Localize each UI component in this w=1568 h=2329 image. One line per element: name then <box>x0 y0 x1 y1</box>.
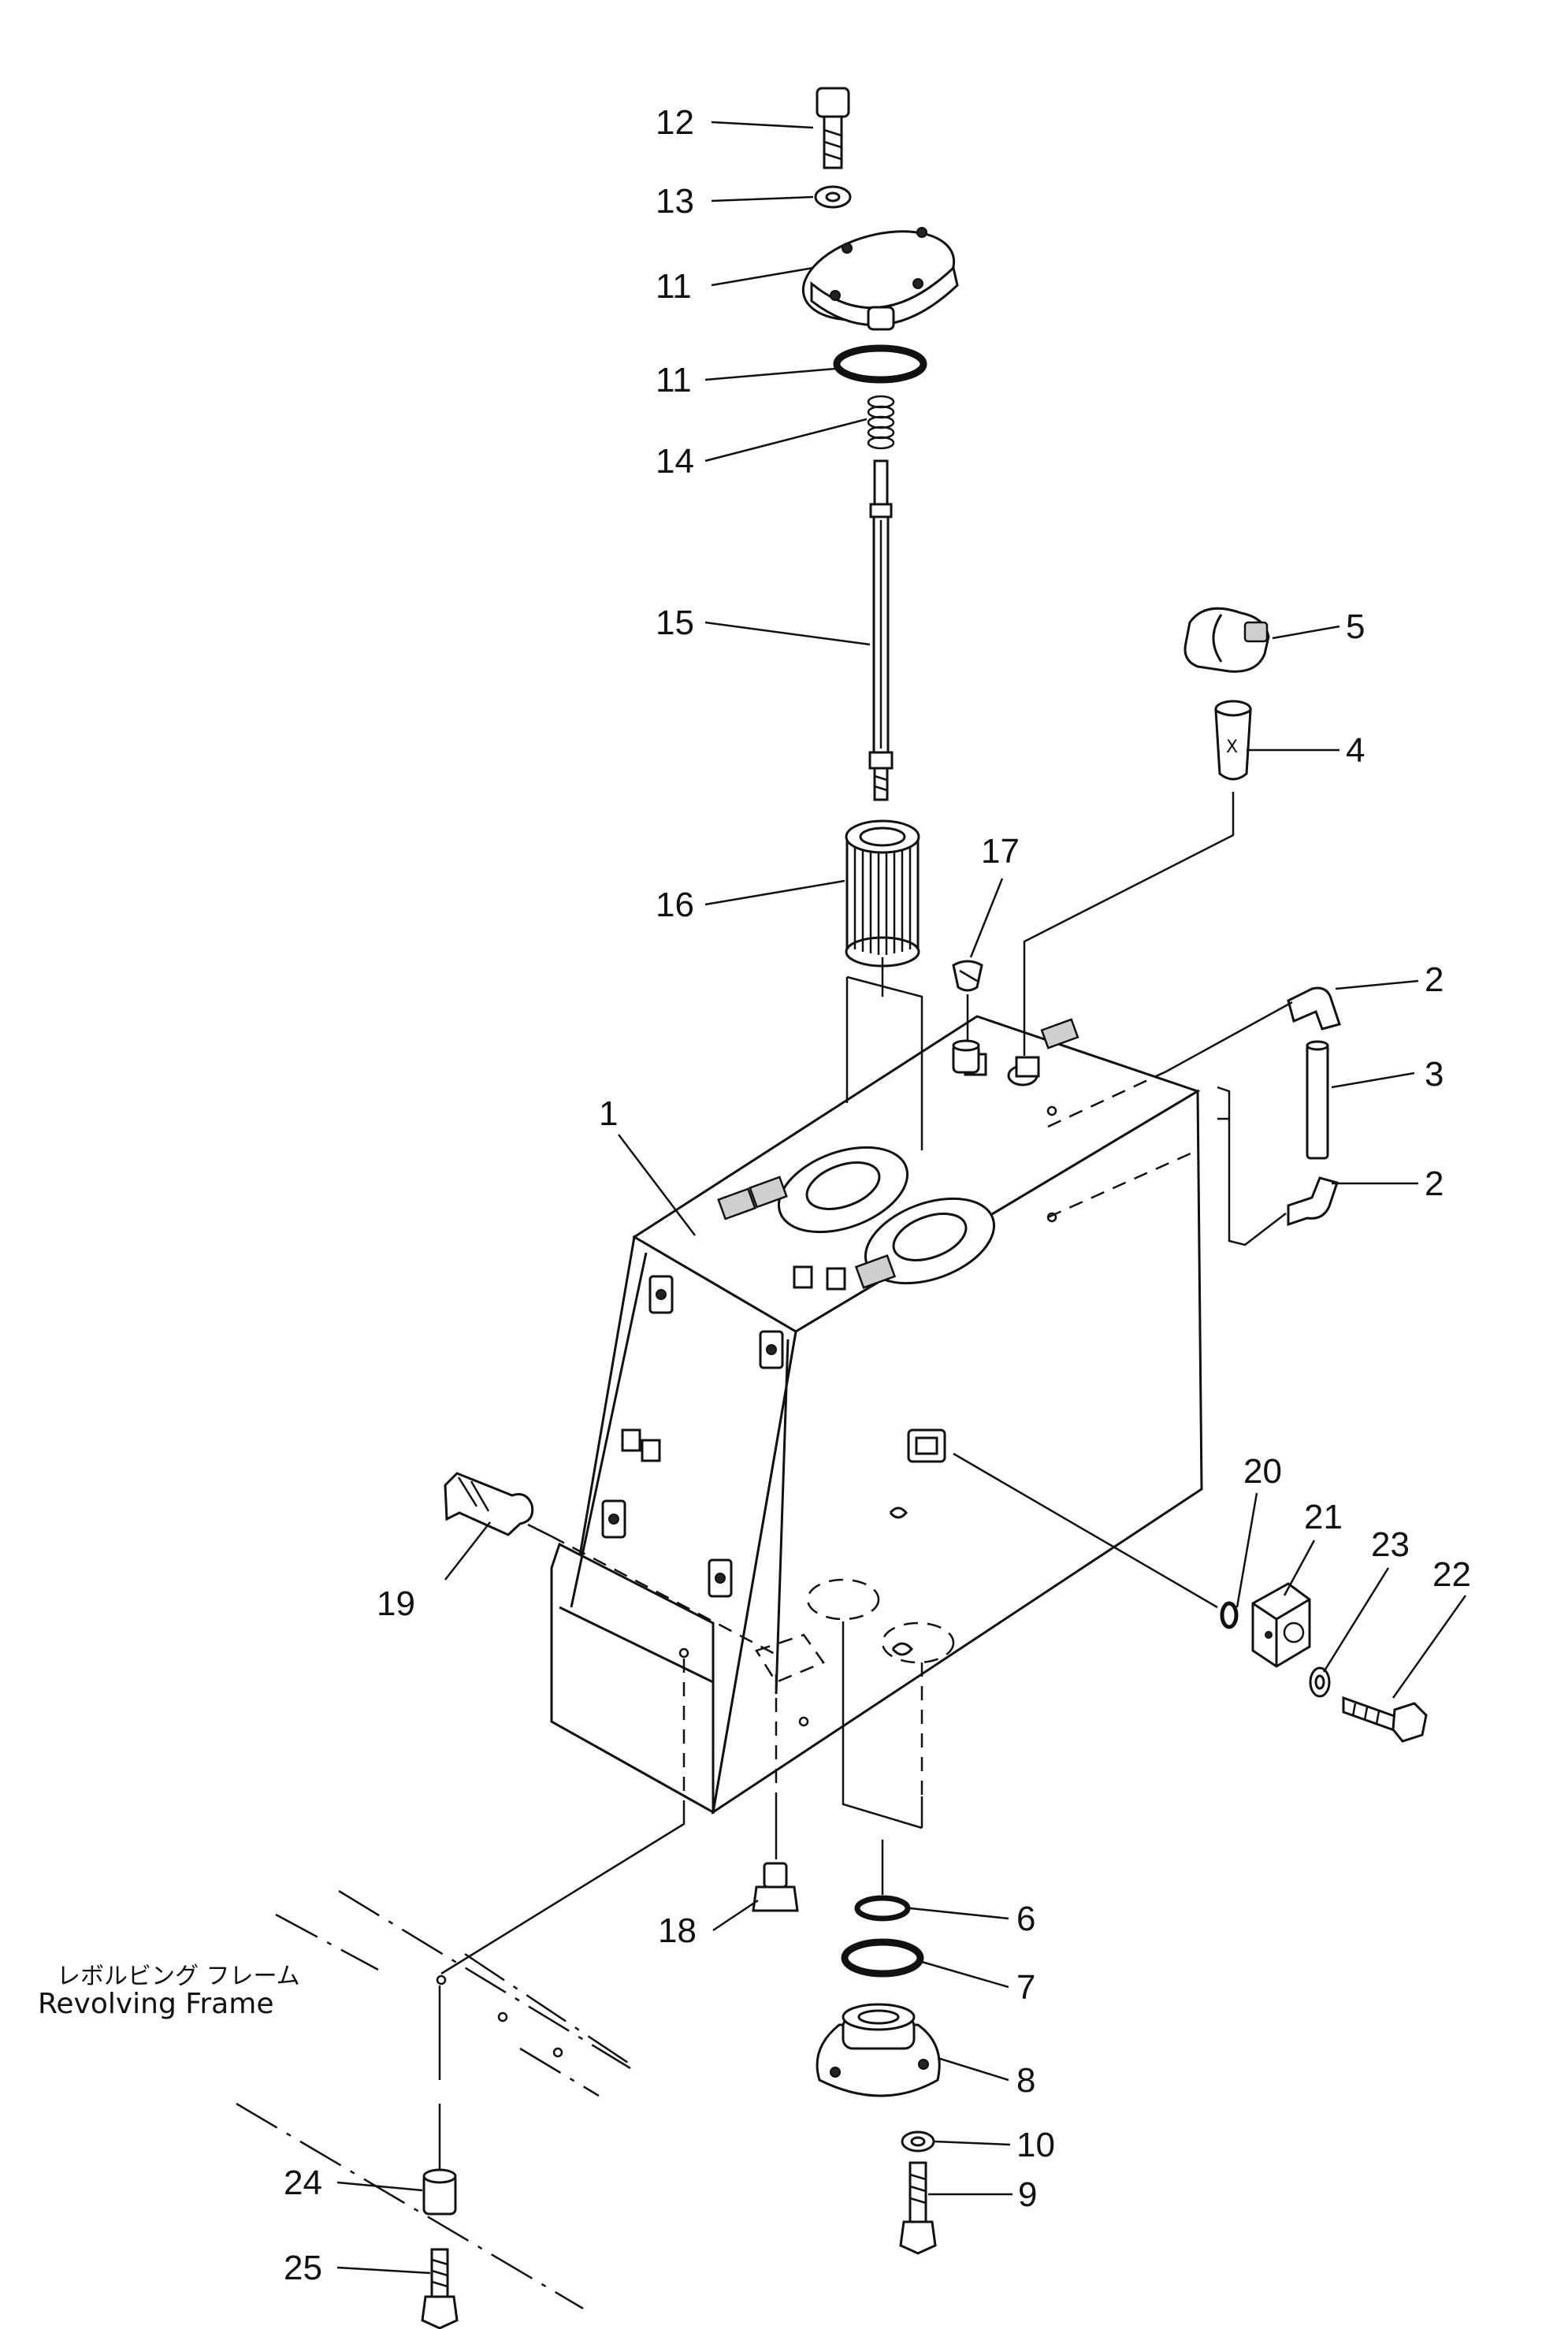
part-oring-6 <box>854 1895 911 1922</box>
hydraulic-tank <box>550 1015 1229 1815</box>
part-bolt-26 <box>421 2248 459 2329</box>
part-filler-neck-4: X <box>1214 700 1252 781</box>
callout-17: 16 <box>656 886 694 924</box>
part-bolt-13 <box>816 87 850 169</box>
part-plug-19 <box>752 1862 799 1912</box>
callout-24: 23 <box>1371 1525 1410 1564</box>
part-flange-8 <box>816 2003 941 2097</box>
part-rod-16 <box>868 459 894 801</box>
part-cover-12 <box>801 227 959 331</box>
callout-9: 9 <box>1018 2175 1037 2214</box>
callout-18: 17 <box>981 832 1020 871</box>
part-strainer-17 <box>845 819 920 968</box>
callout-14: 13 <box>656 182 694 221</box>
callout-1: 1 <box>599 1094 618 1133</box>
callout-26: 25 <box>284 2249 322 2287</box>
callout-13: 12 <box>656 103 694 142</box>
callout-2-lower: 2 <box>1425 1164 1444 1203</box>
part-oring-7 <box>841 1938 924 1978</box>
callout-numbers: 12 13 11 11 14 15 16 17 5 4 2 3 2 1 19 2… <box>284 103 1471 2287</box>
part-block-22 <box>1251 1582 1311 1668</box>
callout-2-upper: 2 <box>1425 960 1444 999</box>
part-oring-11 <box>833 344 927 384</box>
callout-21: 20 <box>1243 1452 1282 1491</box>
part-washer-24 <box>1309 1666 1331 1698</box>
part-washer-10 <box>901 2130 935 2153</box>
callout-5: 5 <box>1346 607 1365 646</box>
frame-label-en: Revolving Frame <box>38 1988 273 2020</box>
part-breather-18 <box>952 960 983 1074</box>
callout-23: 22 <box>1432 1555 1471 1594</box>
part-bolt-23 <box>1342 1696 1428 1743</box>
part-cap-5 <box>1183 607 1270 673</box>
part-bolt-9 <box>899 2161 937 2255</box>
callout-12: 11 <box>656 267 692 306</box>
callout-10-label: 10 <box>1016 2126 1055 2164</box>
callout-8: 8 <box>1016 2061 1035 2100</box>
part-fitting-20 <box>444 1472 534 1536</box>
leader-lines <box>336 121 1467 2275</box>
revolving-frame <box>236 1889 631 2310</box>
part-pipe-3 <box>1306 1040 1329 1160</box>
frame-label-jp: レボルビング フレーム <box>57 1963 300 1990</box>
callout-15: 14 <box>656 442 694 481</box>
part-spring-15 <box>867 395 895 450</box>
callout-20: 19 <box>377 1584 415 1623</box>
callout-22: 21 <box>1304 1498 1343 1536</box>
callout-16: 15 <box>656 604 694 642</box>
callout-7: 7 <box>1016 1968 1035 2007</box>
part-elbow-2-lower <box>1287 1176 1339 1227</box>
part-spacer-25 <box>422 2168 457 2216</box>
callout-11: 11 <box>656 361 692 399</box>
svg-text:X: X <box>1226 737 1238 757</box>
callout-6: 6 <box>1016 1900 1035 1938</box>
callout-25: 24 <box>284 2164 322 2202</box>
frame-caption: レボルビング フレーム Revolving Frame <box>38 1963 300 2020</box>
callout-3: 3 <box>1425 1055 1444 1094</box>
part-washer-14 <box>814 185 852 209</box>
part-oring-21 <box>1220 1601 1239 1629</box>
callout-4: 4 <box>1346 731 1365 770</box>
callout-19: 18 <box>658 1911 697 1950</box>
part-elbow-2-upper <box>1287 986 1341 1031</box>
assembly-lines <box>438 792 1293 2171</box>
